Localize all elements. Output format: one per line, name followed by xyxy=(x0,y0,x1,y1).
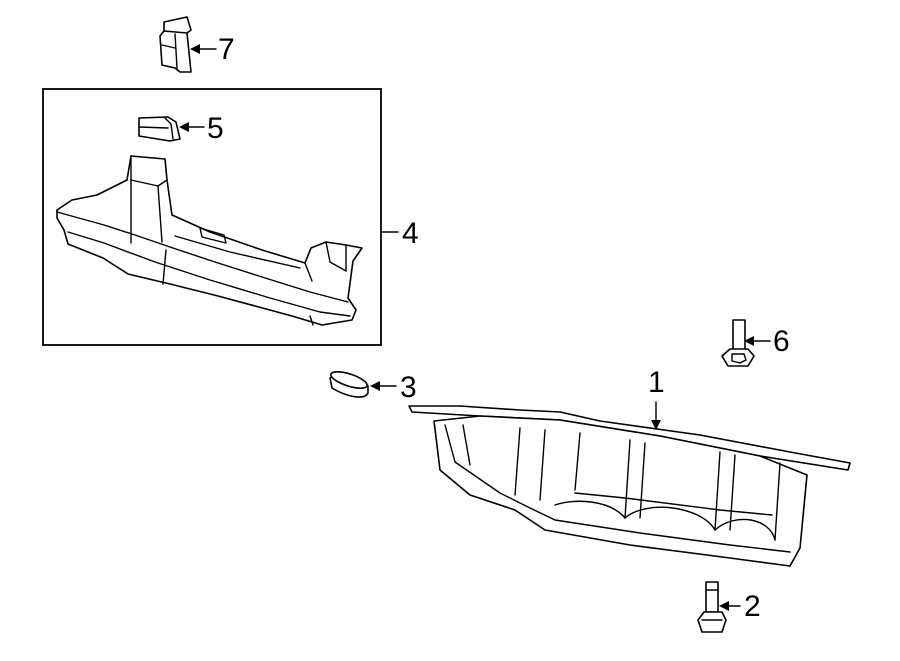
part-6-bolt xyxy=(721,319,771,367)
part-4-filter xyxy=(56,155,363,326)
filter-kit-box xyxy=(42,88,399,346)
callout-6: 6 xyxy=(773,325,790,358)
part-3-plug xyxy=(329,371,397,398)
part-5-seal xyxy=(138,116,205,142)
part-2-bolt xyxy=(697,581,741,633)
part-1-oil-pan xyxy=(408,401,851,567)
part-7-clip xyxy=(159,16,217,73)
callout-3: 3 xyxy=(400,371,417,404)
callout-5: 5 xyxy=(207,112,224,145)
callout-7: 7 xyxy=(218,33,235,66)
callout-2: 2 xyxy=(744,590,761,623)
callout-1: 1 xyxy=(648,366,665,399)
callout-4: 4 xyxy=(402,217,419,250)
